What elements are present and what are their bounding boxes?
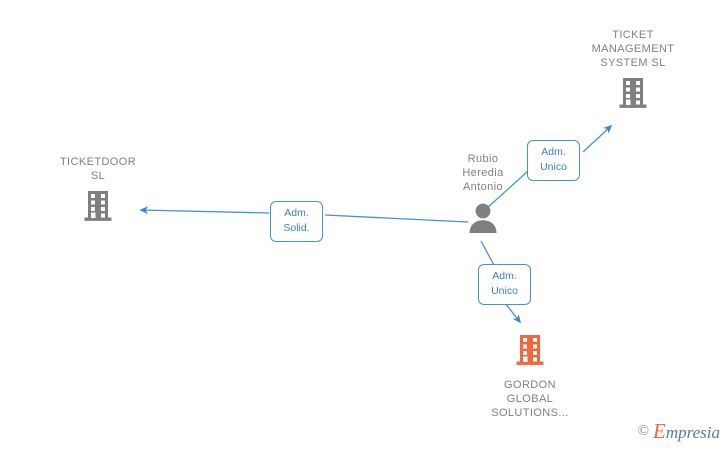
edge-rubio-to-gordon[interactable] (480, 240, 521, 324)
edge-rubio-to-ticket-management[interactable] (485, 124, 613, 210)
building-icon (34, 183, 162, 228)
building-icon (466, 333, 594, 372)
node-label-ticket-management-system-sl: TICKET MANAGEMENT SYSTEM SL (591, 29, 675, 69)
edge-label-adm-unico-gordon[interactable]: Adm. Unico (478, 264, 531, 305)
node-label-ticketdoor-sl: TICKETDOOR SL (59, 156, 137, 182)
brand-name: Empresia (653, 419, 720, 444)
copyright-icon: © (637, 423, 650, 439)
brand-initial: E (653, 419, 666, 443)
node-ticket-management-system-sl[interactable]: TICKET MANAGEMENT SYSTEM SL (562, 28, 704, 115)
watermark-empresia: © Empresia (638, 419, 720, 444)
node-ticketdoor-sl[interactable]: TICKETDOOR SL (34, 155, 162, 228)
brand-rest: mpresia (665, 423, 720, 442)
edge-label-adm-unico-ticket-management[interactable]: Adm. Unico (527, 140, 580, 181)
node-gordon-global-solutions[interactable]: GORDON GLOBAL SOLUTIONS... (466, 333, 594, 420)
node-rubio-heredia-antonio[interactable]: Rubio Heredia Antonio (435, 152, 531, 239)
node-label-rubio-heredia-antonio: Rubio Heredia Antonio (462, 153, 504, 193)
edge-rubio-to-ticketdoor[interactable] (139, 206, 469, 223)
building-icon (562, 70, 704, 115)
edge-label-adm-solid-ticketdoor[interactable]: Adm. Solid. (270, 201, 323, 242)
node-label-gordon-global-solutions: GORDON GLOBAL SOLUTIONS... (491, 379, 569, 419)
person-icon (435, 194, 531, 239)
